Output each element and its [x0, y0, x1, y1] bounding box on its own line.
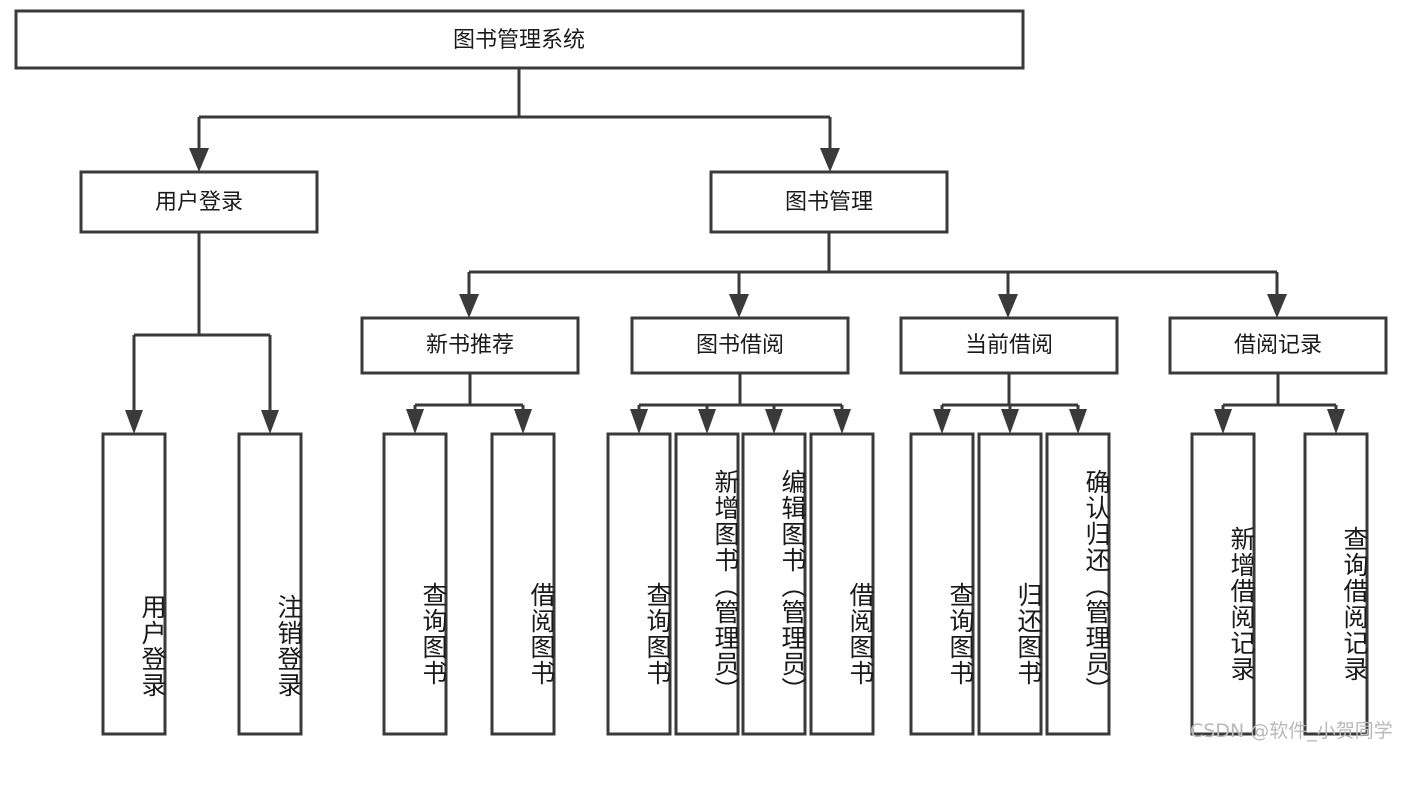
node-book-borrow[interactable]: 图书借阅 — [630, 316, 850, 375]
borrow-record-label: 借阅记录 — [1234, 333, 1322, 358]
book-borrow-box-rect[interactable] — [630, 316, 850, 375]
arrow-cb-leaf-1 — [1001, 409, 1019, 434]
book-manage-label: 图书管理 — [785, 190, 873, 215]
arrow-bb-leaf-2 — [765, 409, 783, 434]
arrow-to-new-book-recommend — [459, 294, 479, 318]
leaf-box-book-borrow-3[interactable] — [809, 432, 875, 736]
csdn-watermark: CSDN @软件_小贺同学 — [1190, 720, 1393, 742]
new-book-recommend-box-rect[interactable] — [360, 316, 580, 375]
current-borrow-box-rect[interactable] — [899, 316, 1119, 375]
leaf-box-book-borrow-0[interactable] — [606, 432, 672, 736]
arrow-to-book-manage — [820, 148, 840, 172]
leaf-box-user-login-1[interactable] — [237, 432, 303, 736]
leaf-box-borrow-record-1[interactable] — [1303, 432, 1369, 736]
arrow-bb-leaf-0 — [630, 409, 648, 434]
arrow-to-current-borrow — [998, 294, 1018, 318]
arrow-br-leaf-0 — [1214, 409, 1232, 434]
arrow-br-leaf-1 — [1327, 409, 1345, 434]
leaf-box-current-borrow-2[interactable] — [1045, 432, 1111, 736]
node-new-book-recommend[interactable]: 新书推荐 — [360, 316, 580, 375]
arrow-user-login-leaf-1 — [261, 410, 279, 434]
book-manage-box-rect[interactable] — [709, 170, 949, 234]
new-book-recommend-label: 新书推荐 — [426, 333, 514, 358]
org-chart-diagram: 图书管理系统 用户登录 图书管理 — [14, 9, 1393, 742]
leaf-box-new-book-recommend-1[interactable] — [490, 432, 556, 736]
current-borrow-label: 当前借阅 — [965, 333, 1053, 358]
node-root[interactable]: 图书管理系统 — [14, 9, 1025, 70]
leaf-box-borrow-record-0[interactable] — [1190, 432, 1256, 736]
arrow-user-login-leaf-0 — [125, 410, 143, 434]
arrow-nbr-leaf-0 — [406, 409, 424, 434]
leaf-box-user-login-0[interactable] — [101, 432, 167, 736]
node-user-login[interactable]: 用户登录 — [79, 170, 319, 234]
arrow-cb-leaf-2 — [1069, 409, 1087, 434]
arrow-bb-leaf-3 — [833, 409, 851, 434]
arrow-to-book-borrow — [729, 294, 749, 318]
arrow-cb-leaf-0 — [933, 409, 951, 434]
borrow-record-box-rect[interactable] — [1168, 316, 1388, 375]
leaf-box-current-borrow-1[interactable] — [977, 432, 1043, 736]
leaf-box-book-borrow-2[interactable] — [741, 432, 807, 736]
arrow-to-user-login — [189, 148, 209, 172]
arrow-to-borrow-record — [1267, 294, 1287, 318]
node-book-manage[interactable]: 图书管理 — [709, 170, 949, 234]
leaf-box-new-book-recommend-0[interactable] — [382, 432, 448, 736]
leaf-box-book-borrow-1[interactable] — [674, 432, 740, 736]
root-box-rect[interactable] — [14, 9, 1025, 70]
book-borrow-label: 图书借阅 — [696, 333, 784, 358]
node-borrow-record[interactable]: 借阅记录 — [1168, 316, 1388, 375]
leaf-box-current-borrow-0[interactable] — [909, 432, 975, 736]
user-login-label: 用户登录 — [155, 190, 243, 215]
arrow-bb-leaf-1 — [698, 409, 716, 434]
tree-svg-canvas: 图书管理系统 用户登录 图书管理 — [14, 9, 1388, 736]
node-current-borrow[interactable]: 当前借阅 — [899, 316, 1119, 375]
root-label: 图书管理系统 — [453, 28, 585, 53]
arrow-nbr-leaf-1 — [514, 409, 532, 434]
